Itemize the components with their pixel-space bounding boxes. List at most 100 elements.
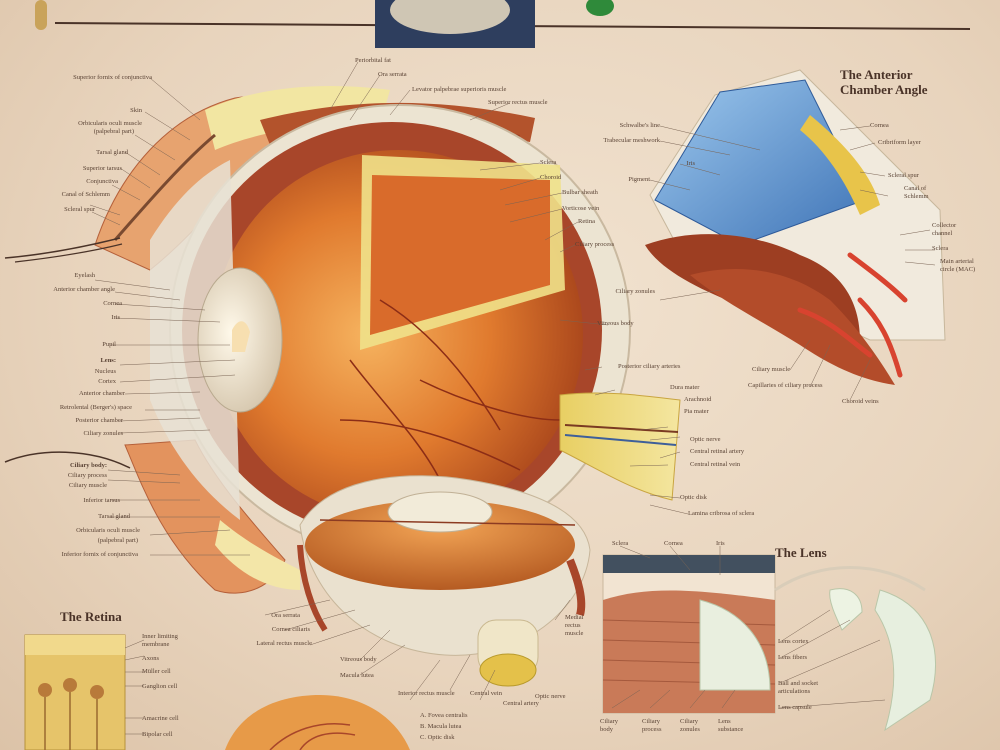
label: Ciliary muscle	[68, 482, 107, 489]
label: Macula lutea	[340, 672, 374, 679]
label: Ciliary zonules	[680, 718, 700, 733]
label: Pia mater	[684, 408, 709, 415]
label: Vorticose vein	[562, 205, 600, 212]
label: Ball and socket articulations	[778, 680, 819, 695]
label: Ganglion cell	[142, 683, 178, 690]
label: Lens cortex	[778, 638, 809, 645]
label: Medial rectus muscle	[565, 614, 584, 637]
label: Scleral spur	[888, 172, 919, 179]
label: Cortex	[98, 378, 116, 385]
label: Orbicularis oculi muscle	[78, 120, 142, 127]
label: Lens capsule	[778, 704, 812, 711]
label: Iris	[686, 160, 695, 167]
label: B. Macula lutea	[420, 723, 462, 730]
cutaway-eye-bowl	[297, 475, 591, 687]
label: Vitreous body	[597, 320, 634, 327]
label: Lens fibers	[778, 654, 808, 661]
label: Ciliary zonules	[615, 288, 655, 295]
label: Tarsal gland	[96, 149, 128, 156]
label: Ora serrata	[378, 71, 407, 78]
label: Superior fornix of conjunctiva	[73, 74, 152, 81]
label: Canal of Schlemm	[61, 191, 110, 198]
label: Conjunctiva	[86, 178, 118, 185]
label: Pigment	[628, 176, 650, 183]
label: Ciliary body:	[69, 462, 107, 469]
label: Trabecular meshwork	[603, 137, 660, 144]
label: Posterior ciliary arteries	[618, 363, 681, 370]
label: Ciliary process	[575, 241, 615, 248]
label: Optic nerve	[690, 436, 721, 443]
retina-block	[24, 634, 126, 750]
label: Inner limiting membrane	[142, 633, 178, 648]
label: Central vein	[470, 690, 502, 697]
label: Pupil	[102, 341, 116, 348]
label: Ciliary process	[67, 472, 107, 479]
label: Collector channel	[932, 222, 957, 237]
label: Central retinal artery	[690, 448, 745, 455]
label: Sclera	[932, 245, 949, 252]
label: Sclera	[612, 540, 629, 547]
label: Choroid veins	[842, 398, 879, 405]
label: Dura mater	[670, 384, 700, 391]
optic-nerve	[559, 392, 681, 501]
top-strip	[35, 0, 971, 48]
label: Capillaries of ciliary process	[748, 382, 823, 389]
label: Cribriform layer	[878, 139, 921, 146]
label: Cornea	[870, 122, 889, 129]
label: Iris	[111, 314, 120, 321]
label: Ciliary body	[600, 718, 619, 733]
label: Cornea	[664, 540, 683, 547]
label: C. Optic disk	[420, 734, 455, 741]
label: Tarsal gland	[98, 513, 130, 520]
label: Amacrine cell	[142, 715, 179, 722]
label: Lamina cribrosa of sclera	[688, 510, 755, 517]
heading-the-lens: The Lens	[775, 545, 827, 560]
label: Schwalbe's line	[619, 122, 660, 129]
label: Nucleus	[94, 368, 116, 375]
label: Superior tarsus	[82, 165, 122, 172]
label: Inferior fornix of conjunctiva	[61, 551, 138, 558]
heading-the-retina: The Retina	[60, 609, 122, 624]
label: Canal of Schlemm	[904, 185, 929, 200]
label: Levator palpebrae superioris muscle	[412, 86, 507, 93]
label: Central retinal vein	[690, 461, 741, 468]
label: Optic nerve	[535, 693, 566, 700]
label: Lateral rectus muscle	[256, 640, 312, 647]
label: Optic disk	[680, 494, 707, 501]
label: Central artery	[503, 700, 539, 707]
label: Lens substance	[718, 718, 744, 733]
label: Müller cell	[142, 668, 171, 675]
label: Orbicularis oculi muscle	[76, 527, 140, 534]
label: Retrolental (Berger's) space	[59, 404, 132, 411]
label: (palpebral part)	[97, 537, 138, 544]
label: Bulbar sheath	[562, 189, 598, 196]
label: Iris	[716, 540, 725, 547]
label: Choroid	[540, 174, 562, 181]
label: Lens:	[100, 357, 116, 364]
label: Ciliary muscle	[752, 366, 791, 373]
main-eyeball	[150, 104, 631, 556]
label: Ora serrata	[271, 612, 300, 619]
label: Axons	[142, 655, 159, 662]
label: Scleral spur	[64, 206, 95, 213]
fundus-image	[225, 695, 410, 750]
label: Interior rectus muscle	[398, 690, 455, 697]
label: Superior rectus muscle	[488, 99, 548, 106]
label: (palpebral part)	[93, 128, 134, 135]
label: Cornea ciliaris	[271, 626, 310, 633]
label: A. Fovea centralis	[420, 712, 468, 719]
leader-lines	[89, 61, 936, 735]
label: Bipolar cell	[142, 731, 173, 738]
label: Skin	[130, 107, 142, 114]
label: Ciliary zonules	[83, 430, 123, 437]
label: Sclera	[540, 159, 557, 166]
label: Arachnoid	[684, 396, 712, 403]
label: Vitreous body	[340, 656, 377, 663]
label: Ciliary process	[642, 718, 662, 733]
lens-fibers	[774, 566, 937, 732]
label: Retina	[578, 218, 595, 225]
label: Eyelash	[74, 272, 95, 279]
label: Anterior chamber	[78, 390, 125, 397]
